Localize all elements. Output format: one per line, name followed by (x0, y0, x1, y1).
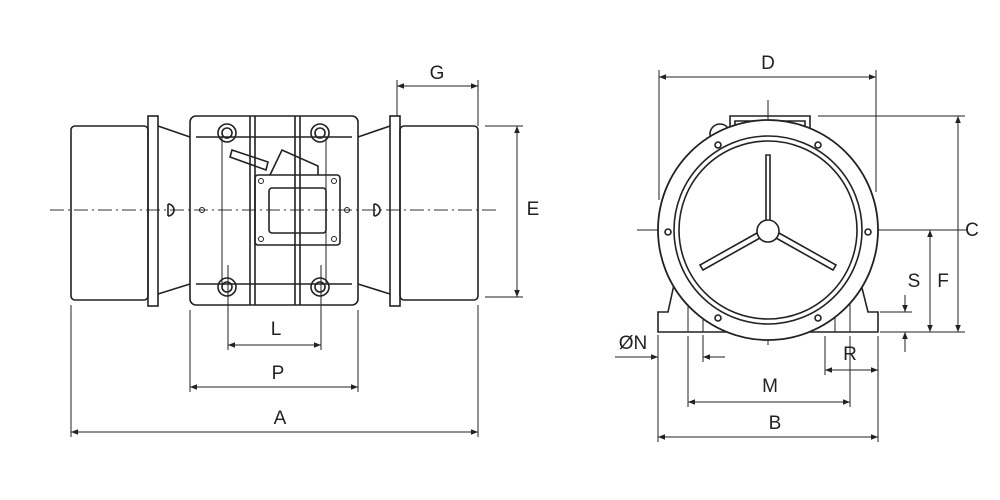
dimension-f: F (927, 230, 949, 332)
cable-gland (229, 148, 269, 172)
dimension-c: C (818, 115, 979, 333)
label-p: P (272, 363, 285, 384)
label-m: M (762, 376, 778, 397)
dimension-m: M (687, 336, 851, 407)
label-b: B (769, 413, 782, 434)
front-view: D C F S ØN R (615, 53, 979, 442)
housing-bolts (664, 141, 872, 322)
right-end-cover (399, 125, 479, 301)
label-g: G (430, 63, 445, 84)
left-flange (147, 115, 159, 307)
side-view: G E L P A (50, 63, 539, 437)
dimension-l: L (227, 265, 322, 350)
right-flange (389, 115, 401, 307)
dimension-n: ØN (615, 333, 725, 362)
housing-ring (673, 135, 863, 325)
rotor-spokes (698, 154, 838, 272)
dimension-a: A (70, 305, 479, 437)
dimension-p: P (189, 310, 359, 392)
junction-box (254, 174, 341, 246)
dimension-g: G (396, 63, 479, 126)
dimension-s: S (880, 271, 920, 352)
dimension-d: D (658, 53, 877, 200)
label-l: L (271, 319, 282, 340)
label-f: F (937, 271, 949, 292)
dimension-r: R (824, 336, 878, 375)
label-s: S (908, 271, 921, 292)
label-a: A (274, 408, 287, 429)
label-n: ØN (619, 333, 648, 354)
left-end-cover (70, 125, 149, 301)
dimension-b: B (657, 336, 879, 442)
label-c: C (965, 220, 979, 241)
motor-body (189, 115, 359, 306)
dimension-e: E (485, 125, 540, 298)
label-e: E (527, 199, 540, 220)
mounting-holes (217, 123, 330, 297)
label-d: D (761, 53, 775, 74)
